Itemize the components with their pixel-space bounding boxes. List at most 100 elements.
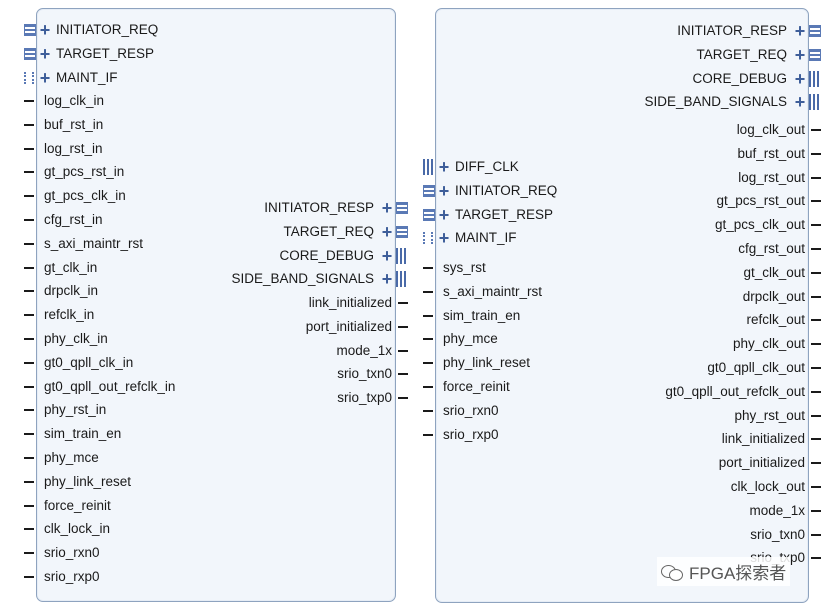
expand-plus-icon[interactable]: + bbox=[794, 21, 806, 41]
port-wire bbox=[811, 509, 821, 512]
left-block-port-side-band-signals[interactable]: SIDE_BAND_SIGNALS+ bbox=[231, 269, 408, 290]
right-block-port-phy-rst-out[interactable]: phy_rst_out bbox=[734, 408, 821, 424]
right-block-port-refclk-out[interactable]: refclk_out bbox=[746, 312, 821, 328]
port-wire bbox=[811, 129, 821, 131]
right-ip-block[interactable] bbox=[435, 8, 809, 603]
left-block-port-phy-rst-in[interactable]: phy_rst_in bbox=[24, 402, 106, 418]
left-block-port-gt-pcs-rst-in[interactable]: gt_pcs_rst_in bbox=[24, 164, 124, 180]
left-block-port-gt0-qpll-clk-in[interactable]: gt0_qpll_clk_in bbox=[24, 355, 133, 371]
right-block-port-target-req[interactable]: TARGET_REQ+ bbox=[696, 44, 821, 65]
left-block-port-core-debug[interactable]: CORE_DEBUG+ bbox=[279, 245, 408, 266]
right-block-port-core-debug[interactable]: CORE_DEBUG+ bbox=[692, 68, 821, 89]
left-block-port-srio-rxn0[interactable]: srio_rxn0 bbox=[24, 545, 100, 561]
expand-plus-icon[interactable]: + bbox=[381, 221, 393, 242]
left-block-port-gt0-qpll-out-refclk-in[interactable]: gt0_qpll_out_refclk_in bbox=[24, 379, 175, 395]
port-wire bbox=[24, 409, 34, 412]
right-block-port-buf-rst-out[interactable]: buf_rst_out bbox=[737, 146, 821, 162]
port-label: INITIATOR_RESP bbox=[677, 23, 787, 38]
right-block-port-maint-if[interactable]: +MAINT_IF bbox=[423, 228, 517, 249]
right-block-port-srio-rxp0[interactable]: srio_rxp0 bbox=[423, 427, 499, 443]
right-block-port-log-rst-out[interactable]: log_rst_out bbox=[738, 170, 821, 186]
right-block-port-sim-train-en[interactable]: sim_train_en bbox=[423, 308, 520, 324]
left-block-port-phy-clk-in[interactable]: phy_clk_in bbox=[24, 331, 108, 347]
expand-plus-icon[interactable]: + bbox=[794, 44, 806, 65]
right-block-port-gt-pcs-clk-out[interactable]: gt_pcs_clk_out bbox=[715, 217, 821, 233]
expand-plus-icon[interactable]: + bbox=[438, 180, 450, 201]
port-label: phy_mce bbox=[44, 450, 99, 465]
left-block-port-srio-txp0[interactable]: srio_txp0 bbox=[337, 390, 408, 406]
left-block-port-target-resp[interactable]: +TARGET_RESP bbox=[24, 43, 154, 64]
port-wire bbox=[24, 123, 34, 126]
left-block-port-target-req[interactable]: TARGET_REQ+ bbox=[283, 221, 408, 242]
port-wire bbox=[423, 290, 433, 293]
bus-bars-icon bbox=[809, 70, 821, 87]
left-block-port-s-axi-maintr-rst[interactable]: s_axi_maintr_rst bbox=[24, 236, 143, 252]
right-block-port-gt-clk-out[interactable]: gt_clk_out bbox=[743, 265, 821, 281]
left-block-port-mode-1x[interactable]: mode_1x bbox=[336, 343, 408, 359]
left-block-port-clk-lock-in[interactable]: clk_lock_in bbox=[24, 521, 110, 537]
left-block-port-gt-pcs-clk-in[interactable]: gt_pcs_clk_in bbox=[24, 188, 126, 204]
left-block-port-initiator-req[interactable]: +INITIATOR_REQ bbox=[24, 20, 158, 40]
right-block-port-side-band-signals[interactable]: SIDE_BAND_SIGNALS + bbox=[644, 92, 821, 113]
left-block-port-buf-rst-in[interactable]: buf_rst_in bbox=[24, 117, 103, 133]
expand-plus-icon[interactable]: + bbox=[438, 157, 450, 177]
expand-plus-icon[interactable]: + bbox=[381, 198, 393, 218]
left-block-port-force-reinit[interactable]: force_reinit bbox=[24, 498, 111, 514]
left-block-port-link-initialized[interactable]: link_initialized bbox=[309, 295, 408, 311]
right-block-port-s-axi-maintr-rst[interactable]: s_axi_maintr_rst bbox=[423, 284, 542, 300]
right-block-port-port-initialized[interactable]: port_initialized bbox=[719, 455, 821, 471]
right-block-port-force-reinit[interactable]: force_reinit bbox=[423, 379, 510, 395]
left-block-port-srio-txn0[interactable]: srio_txn0 bbox=[337, 366, 408, 382]
right-block-port-log-clk-out[interactable]: log_clk_out bbox=[737, 122, 821, 138]
expand-plus-icon[interactable]: + bbox=[794, 92, 806, 113]
bus-bars-icon bbox=[423, 159, 435, 175]
right-block-port-gt0-qpll-clk-out[interactable]: gt0_qpll_clk_out bbox=[707, 360, 821, 376]
right-block-port-drpclk-out[interactable]: drpclk_out bbox=[743, 289, 821, 305]
left-block-port-srio-rxp0[interactable]: srio_rxp0 bbox=[24, 569, 100, 585]
left-block-port-gt-clk-in[interactable]: gt_clk_in bbox=[24, 260, 97, 276]
expand-plus-icon[interactable]: + bbox=[39, 43, 51, 64]
port-label: SIDE_BAND_SIGNALS bbox=[644, 94, 787, 110]
expand-plus-icon[interactable]: + bbox=[438, 204, 450, 225]
right-block-port-clk-lock-out[interactable]: clk_lock_out bbox=[731, 479, 821, 495]
left-ip-block[interactable] bbox=[36, 8, 396, 602]
right-block-port-link-initialized[interactable]: link_initialized bbox=[722, 431, 821, 447]
right-block-port-gt-pcs-rst-out[interactable]: gt_pcs_rst_out bbox=[716, 193, 821, 209]
right-block-port-mode-1x[interactable]: mode_1x bbox=[749, 503, 821, 519]
expand-plus-icon[interactable]: + bbox=[381, 269, 393, 290]
left-block-port-drpclk-in[interactable]: drpclk_in bbox=[24, 283, 98, 299]
expand-plus-icon[interactable]: + bbox=[39, 67, 51, 88]
left-block-port-log-clk-in[interactable]: log_clk_in bbox=[24, 93, 104, 109]
right-block-port-initiator-req[interactable]: +INITIATOR_REQ bbox=[423, 180, 557, 201]
expand-plus-icon[interactable]: + bbox=[381, 245, 393, 266]
port-label: sim_train_en bbox=[44, 426, 122, 442]
left-block-port-phy-mce[interactable]: phy_mce bbox=[24, 450, 99, 466]
right-block-port-gt0-qpll-out-refclk-out[interactable]: gt0_qpll_out_refclk_out bbox=[665, 384, 821, 400]
right-block-port-sys-rst[interactable]: sys_rst bbox=[423, 260, 486, 276]
left-block-port-phy-link-reset[interactable]: phy_link_reset bbox=[24, 474, 131, 490]
left-block-port-sim-train-en[interactable]: sim_train_en bbox=[24, 426, 121, 442]
right-block-port-phy-clk-out[interactable]: phy_clk_out bbox=[733, 336, 821, 352]
left-block-port-port-initialized[interactable]: port_initialized bbox=[306, 319, 408, 335]
left-block-port-initiator-resp[interactable]: INITIATOR_RESP+ bbox=[264, 198, 408, 218]
left-block-port-cfg-rst-in[interactable]: cfg_rst_in bbox=[24, 212, 103, 228]
right-block-port-srio-rxn0[interactable]: srio_rxn0 bbox=[423, 403, 499, 419]
right-block-port-phy-mce[interactable]: phy_mce bbox=[423, 331, 498, 347]
expand-plus-icon[interactable]: + bbox=[794, 68, 806, 89]
right-block-port-cfg-rst-out[interactable]: cfg_rst_out bbox=[738, 241, 821, 257]
port-wire bbox=[811, 414, 821, 417]
left-block-port-maint-if[interactable]: +MAINT_IF bbox=[24, 67, 118, 88]
left-block-port-refclk-in[interactable]: refclk_in bbox=[24, 307, 94, 323]
port-wire bbox=[423, 362, 433, 365]
right-block-port-initiator-resp[interactable]: INITIATOR_RESP + bbox=[677, 21, 821, 41]
bus-bars-icon bbox=[396, 247, 408, 264]
left-block-port-log-rst-in[interactable]: log_rst_in bbox=[24, 141, 103, 157]
right-block-port-srio-txn0[interactable]: srio_txn0 bbox=[750, 527, 821, 543]
expand-plus-icon[interactable]: + bbox=[438, 228, 450, 249]
right-block-port-diff-clk[interactable]: +DIFF_CLK bbox=[423, 157, 519, 177]
port-wire bbox=[811, 367, 821, 369]
right-block-port-phy-link-reset[interactable]: phy_link_reset bbox=[423, 355, 530, 371]
expand-plus-icon[interactable]: + bbox=[39, 20, 51, 40]
right-block-port-target-resp[interactable]: +TARGET_RESP bbox=[423, 204, 553, 225]
bus-dotted-icon bbox=[24, 71, 34, 84]
